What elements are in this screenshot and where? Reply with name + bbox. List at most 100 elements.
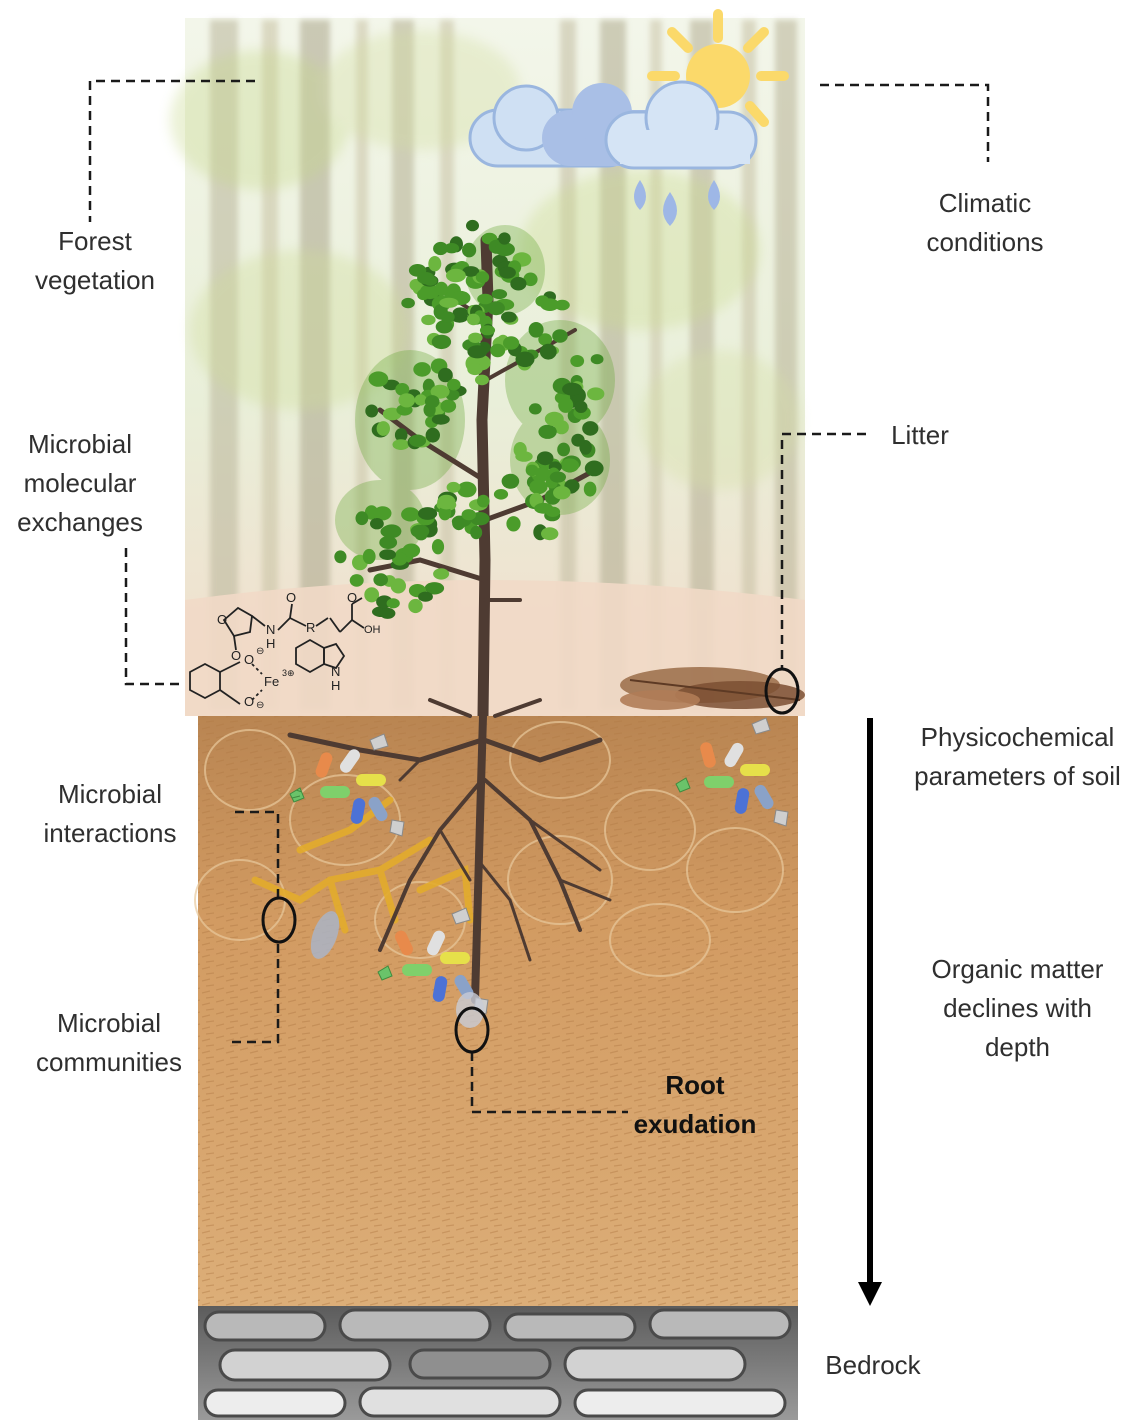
leaf: [399, 393, 416, 407]
leaf: [529, 403, 542, 414]
leaf: [480, 325, 495, 335]
leaf: [584, 482, 597, 497]
leaf: [570, 355, 584, 367]
leaf: [379, 536, 397, 549]
leaf: [441, 311, 455, 322]
leaf: [501, 312, 517, 323]
leaf: [373, 573, 388, 586]
leaf: [506, 516, 520, 531]
leaf: [498, 232, 510, 244]
label-root-exudation: Rootexudation: [615, 1066, 775, 1144]
leaf: [475, 375, 489, 386]
chem-o-acid: O: [347, 590, 357, 605]
leaf: [541, 527, 558, 540]
leaf: [582, 421, 598, 436]
leaf: [535, 295, 549, 306]
leaf: [432, 539, 444, 554]
leaf: [585, 461, 604, 477]
leaf: [535, 467, 551, 477]
leaf: [571, 434, 584, 447]
chem-fe: Fe: [264, 674, 279, 689]
leaf: [552, 329, 568, 342]
leaf: [510, 277, 526, 291]
leaf: [381, 525, 401, 538]
leaf: [529, 480, 547, 495]
leaf: [587, 387, 604, 400]
chem-h-amide: H: [266, 636, 275, 651]
leader-molecular-exchanges: [126, 548, 182, 684]
leaf: [387, 598, 400, 608]
label-microbial-molecular-exchanges: Microbialmolecularexchanges: [0, 425, 160, 542]
soil-layer: [195, 716, 798, 1306]
leaf: [363, 549, 376, 564]
leaf: [439, 298, 458, 308]
leaf: [447, 379, 461, 391]
leaf: [370, 518, 384, 529]
leaf: [379, 549, 396, 560]
leaf: [401, 298, 415, 308]
leaf: [391, 578, 406, 593]
leaf: [457, 482, 476, 498]
leaf: [415, 394, 427, 405]
leaf: [466, 220, 479, 231]
leaf: [529, 322, 544, 338]
leaf: [557, 443, 570, 457]
leaf: [334, 550, 346, 563]
leaf: [437, 495, 455, 510]
leaf: [516, 352, 535, 368]
leaf: [545, 412, 564, 426]
leaf: [538, 425, 556, 439]
bedrock-layer: [198, 1306, 798, 1420]
leaf: [453, 307, 469, 318]
chem-o-lactone: O: [217, 612, 227, 627]
chem-n-indole: N: [331, 664, 340, 679]
label-forest-vegetation: Forestvegetation: [20, 222, 170, 300]
label-bedrock: Bedrock: [808, 1346, 938, 1385]
chem-charge-bottom: ⊖: [256, 700, 264, 711]
chem-o-bottom: O: [244, 694, 254, 709]
leaf: [515, 451, 532, 462]
leaf: [377, 421, 390, 436]
leaf: [477, 294, 493, 305]
leaf: [558, 397, 573, 413]
leaf: [432, 335, 451, 349]
leaf: [470, 526, 482, 539]
label-microbial-interactions: Microbialinteractions: [25, 775, 195, 853]
leaf: [502, 474, 520, 489]
chem-fe-charge: 3⊕: [282, 668, 295, 679]
leaf: [369, 371, 389, 386]
leaf: [537, 451, 554, 465]
leaf: [490, 344, 505, 357]
label-microbial-communities: Microbialcommunities: [18, 1004, 200, 1082]
depth-arrow: [858, 718, 882, 1306]
leaf: [356, 511, 369, 525]
leaf: [534, 503, 553, 514]
leaf: [468, 333, 482, 343]
leaf: [467, 363, 482, 375]
leaf: [503, 336, 519, 349]
leaf: [492, 289, 507, 299]
leaf: [433, 242, 448, 255]
leaf: [575, 401, 588, 413]
leaf: [477, 495, 490, 508]
leaf: [413, 362, 431, 377]
leaf: [441, 400, 457, 413]
leaf: [380, 608, 396, 619]
leaf: [553, 486, 571, 499]
leaf: [446, 269, 466, 282]
chem-o-amide: O: [286, 590, 296, 605]
chem-o-top: O: [244, 652, 254, 667]
leaf: [476, 271, 489, 283]
leaf: [418, 592, 433, 602]
chem-o-carbonyl: O: [231, 648, 241, 663]
leaf: [432, 414, 450, 424]
chem-charge-top: ⊖: [256, 646, 264, 657]
leaf: [467, 314, 480, 326]
leaf: [365, 405, 378, 418]
label-climatic-conditions: Climaticconditions: [900, 184, 1070, 262]
leaf: [562, 383, 582, 396]
label-litter: Litter: [870, 416, 970, 455]
leaf: [494, 489, 508, 500]
chem-h-indole: H: [331, 678, 340, 693]
leaf: [393, 439, 410, 450]
